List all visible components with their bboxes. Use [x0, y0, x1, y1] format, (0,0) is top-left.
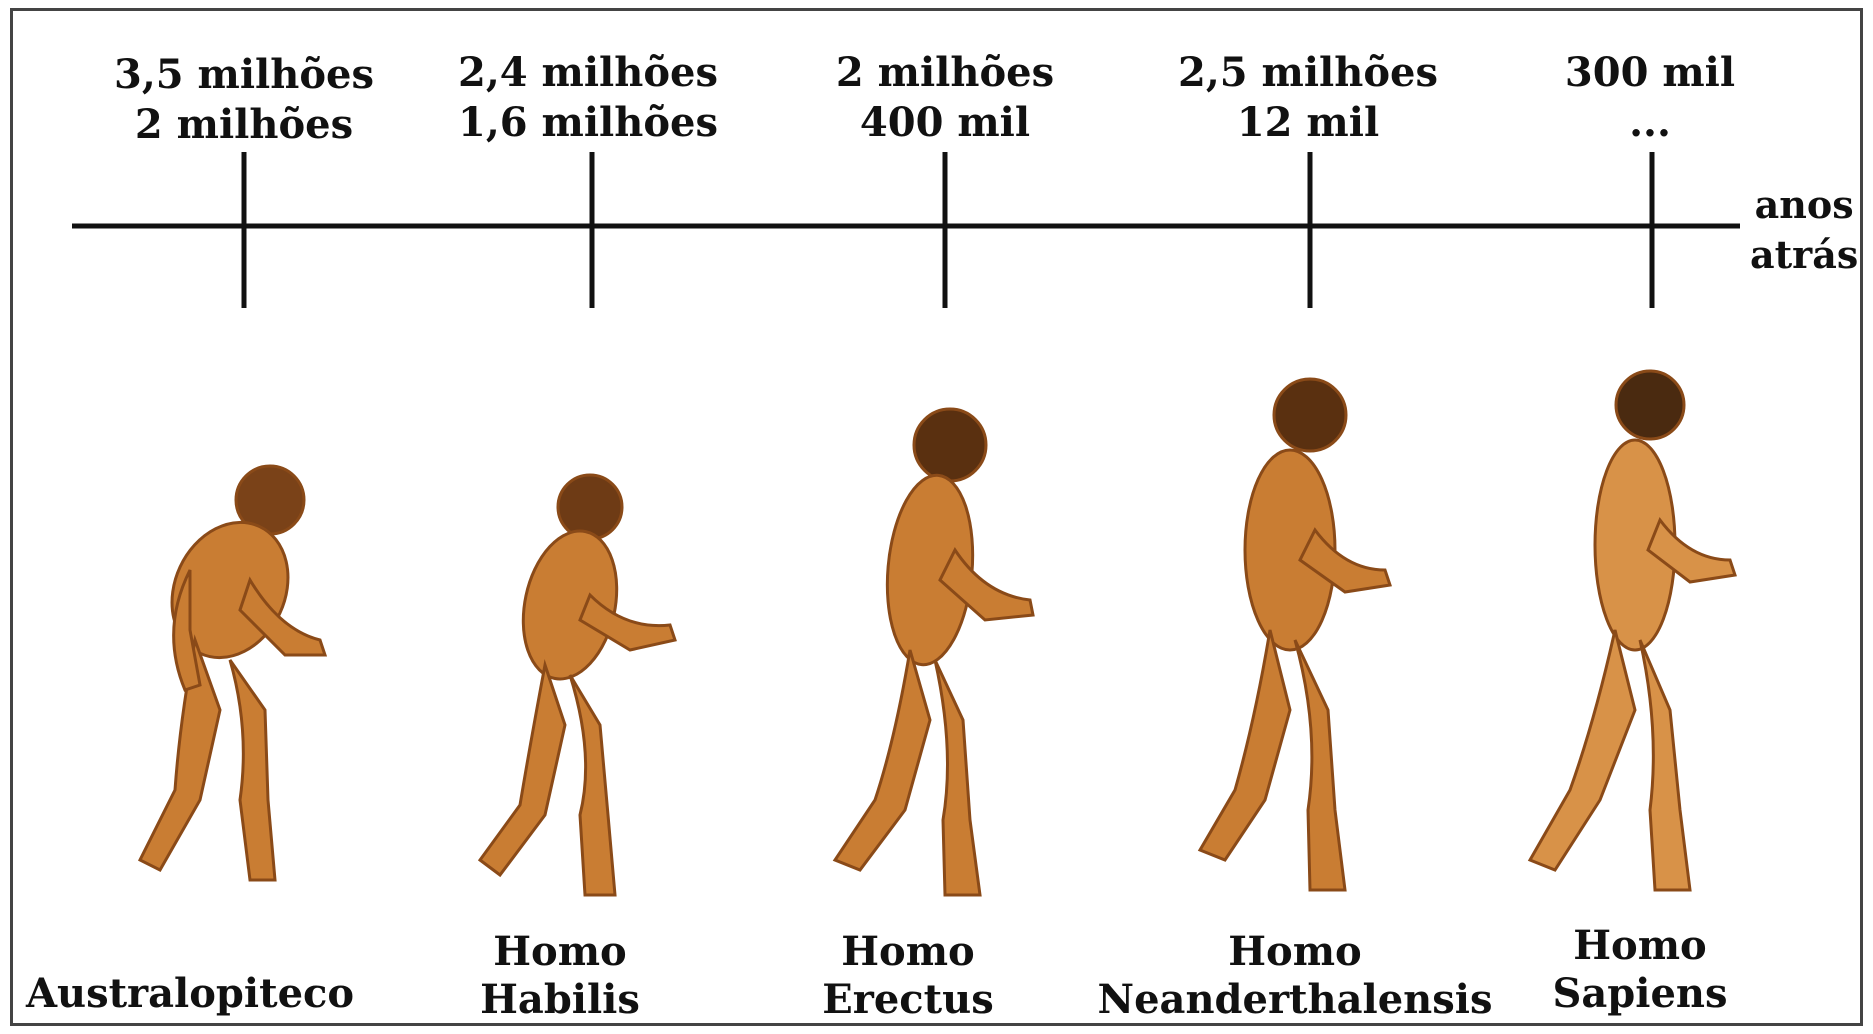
- date-end: 2 milhões: [114, 100, 374, 150]
- homo-sapiens-figure: [1510, 360, 1750, 910]
- species-name-line2: Neanderthalensis: [1098, 976, 1493, 1024]
- species-name-line1: Homo: [480, 928, 640, 976]
- date-start: 2,4 milhões: [458, 48, 718, 98]
- date-start: 2 milhões: [836, 48, 1054, 98]
- date-label-sapiens: 300 mil ...: [1565, 48, 1735, 148]
- date-start: 300 mil: [1565, 48, 1735, 98]
- species-label-sapiens: Homo Sapiens: [1552, 922, 1727, 1018]
- date-label-erectus: 2 milhões 400 mil: [836, 48, 1054, 148]
- axis-label-line2: atrás: [1750, 230, 1858, 280]
- date-end: 1,6 milhões: [458, 98, 718, 148]
- species-name-line2: Sapiens: [1552, 970, 1727, 1018]
- homo-erectus-figure: [815, 400, 1055, 910]
- date-end: ...: [1565, 98, 1735, 148]
- date-end: 12 mil: [1178, 98, 1438, 148]
- date-label-neanderthalensis: 2,5 milhões 12 mil: [1178, 48, 1438, 148]
- species-label-habilis: Homo Habilis: [480, 928, 640, 1024]
- species-name-line2: Habilis: [480, 976, 640, 1024]
- species-name-line1: Homo: [1552, 922, 1727, 970]
- species-label-neanderthalensis: Homo Neanderthalensis: [1098, 928, 1493, 1024]
- species-name-line2: Erectus: [822, 976, 993, 1024]
- species-label-erectus: Homo Erectus: [822, 928, 993, 1024]
- date-start: 3,5 milhões: [114, 50, 374, 100]
- species-label-australopiteco: Australopiteco: [26, 970, 354, 1018]
- date-label-australopiteco: 3,5 milhões 2 milhões: [114, 50, 374, 150]
- species-name-line1: Homo: [1098, 928, 1493, 976]
- species-name-line2: Australopiteco: [26, 970, 354, 1018]
- homo-habilis-figure: [460, 465, 690, 910]
- date-label-habilis: 2,4 milhões 1,6 milhões: [458, 48, 718, 148]
- homo-neanderthalensis-figure: [1180, 370, 1420, 910]
- species-name-line1: Homo: [822, 928, 993, 976]
- axis-label: anos atrás: [1750, 180, 1858, 280]
- date-end: 400 mil: [836, 98, 1054, 148]
- date-start: 2,5 milhões: [1178, 48, 1438, 98]
- axis-label-line1: anos: [1750, 180, 1858, 230]
- australopiteco-figure: [100, 460, 340, 910]
